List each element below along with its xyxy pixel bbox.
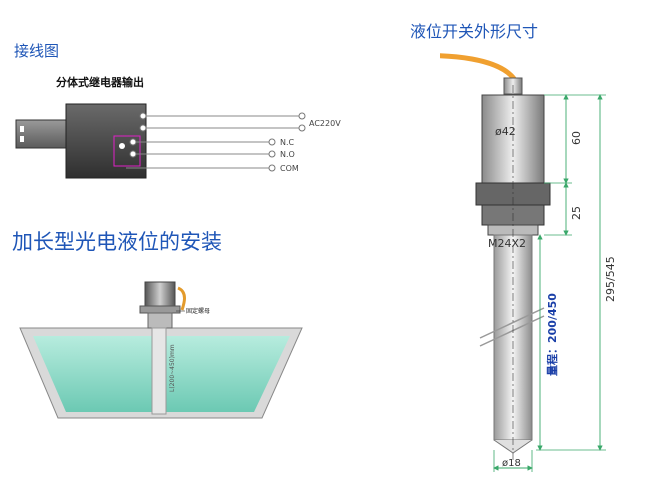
total-length-label: 295/545 xyxy=(604,256,617,302)
installation-drawing: 固定螺母 L(200~450)mm xyxy=(19,281,303,419)
range-label: L(200~450)mm xyxy=(169,344,176,392)
rod-diameter-label: ø18 xyxy=(502,458,521,469)
orange-cable xyxy=(440,53,518,82)
dimensions-title: 液位开关外形尺寸 xyxy=(410,22,539,41)
body-diameter-label: ø42 xyxy=(495,125,516,138)
measuring-range-label: 量程：200/450 xyxy=(545,293,559,376)
terminal-no: N.O xyxy=(280,150,295,159)
cable xyxy=(177,286,186,311)
wiring-diagram-title: 接线图 xyxy=(14,42,60,60)
relay-plug xyxy=(15,119,69,149)
sensor-rod xyxy=(151,327,167,415)
mounting-nut-callout: 固定螺母 xyxy=(186,307,210,315)
mounting-nut xyxy=(139,305,181,314)
head-height-label: 60 xyxy=(570,131,583,145)
sensor-thread xyxy=(147,312,173,329)
thread-height-label: 25 xyxy=(570,206,583,220)
terminal-nc: N.C xyxy=(280,138,295,147)
thread-label: M24X2 xyxy=(488,237,526,250)
installation-title: 加长型光电液位的安装 xyxy=(12,230,222,254)
plug-pin xyxy=(20,126,24,132)
relay-contact xyxy=(119,143,125,149)
wiring-diagram: 分体式继电器输出 AC220V N.C N.O COM xyxy=(15,75,341,179)
dimension-drawing: ø42 M24X2 ø18 60 25 295/545 量程：200/450 xyxy=(440,53,617,472)
terminal-ac220v: AC220V xyxy=(309,119,341,128)
relay-label: 分体式继电器输出 xyxy=(56,75,144,89)
terminal-com: COM xyxy=(280,164,299,173)
relay-contact-box xyxy=(113,135,141,167)
plug-pin xyxy=(20,136,24,142)
sensor-head xyxy=(144,281,176,307)
